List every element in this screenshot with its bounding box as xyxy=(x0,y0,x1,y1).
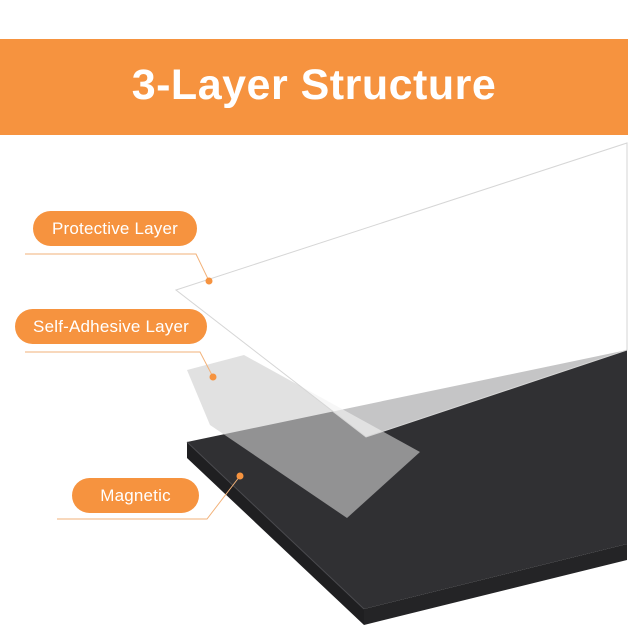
title-banner: 3-Layer Structure xyxy=(0,39,628,135)
protective-leader-dot xyxy=(205,277,213,285)
protective-leader-line xyxy=(25,253,210,282)
magnetic-leader-line xyxy=(57,475,241,520)
magnetic-leader-dot xyxy=(236,472,244,480)
magnetic-layer-side xyxy=(364,544,627,625)
adhesive-leader-line xyxy=(25,351,214,378)
self-adhesive-layer xyxy=(187,355,420,518)
magnetic-layer xyxy=(187,350,627,609)
adhesive-leader-dot xyxy=(209,373,217,381)
self-adhesive-layer-label: Self-Adhesive Layer xyxy=(15,309,207,344)
magnetic-layer-label: Magnetic xyxy=(72,478,199,513)
magnetic-layer-highlight xyxy=(186,441,365,610)
protective-layer-label: Protective Layer xyxy=(33,211,197,246)
protective-layer xyxy=(174,142,628,438)
page-title: 3-Layer Structure xyxy=(131,60,497,109)
